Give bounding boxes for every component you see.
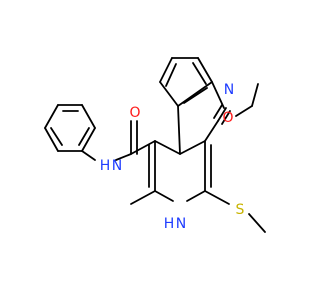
bond [81, 104, 96, 129]
bond [177, 105, 181, 155]
bond [165, 63, 177, 87]
sulfur-label: S [236, 202, 245, 218]
bond [211, 81, 225, 109]
bond [154, 190, 174, 202]
bond [81, 127, 96, 152]
bond [217, 107, 227, 122]
bond [154, 140, 181, 155]
amide-hydrogen-label: H [100, 158, 111, 174]
bond [44, 104, 59, 129]
bond [183, 87, 208, 104]
bond [44, 127, 59, 152]
bond [197, 57, 213, 83]
molecule-diagram: N O O N H H N S [44, 57, 266, 233]
bond [248, 213, 266, 233]
bond [192, 62, 207, 85]
bond [50, 127, 63, 146]
bond [221, 110, 231, 125]
bond [204, 120, 219, 142]
amide-oxygen-label: O [129, 105, 140, 121]
ether-oxygen-label: O [222, 110, 233, 126]
bonds [44, 57, 266, 233]
bond [130, 190, 156, 205]
bond [204, 190, 230, 205]
bond [179, 140, 206, 155]
bond [115, 153, 132, 161]
bond [251, 83, 259, 107]
amide-nitrogen-label: N [112, 158, 122, 174]
bond [177, 81, 213, 107]
bond [186, 190, 206, 202]
bond [78, 127, 90, 146]
bond [159, 57, 173, 83]
molecule-structure: N O O N H H N S [44, 57, 266, 233]
bond [235, 105, 253, 117]
bond [213, 104, 223, 119]
bond [159, 81, 179, 107]
ring-nitrogen-label: N [176, 216, 186, 232]
bond [81, 150, 96, 161]
bond [130, 140, 156, 155]
nitrile-nitrogen-label: N [224, 82, 234, 98]
atom-labels: N O O N H H N S [100, 82, 245, 232]
ring-hydrogen-label: H [164, 216, 175, 232]
